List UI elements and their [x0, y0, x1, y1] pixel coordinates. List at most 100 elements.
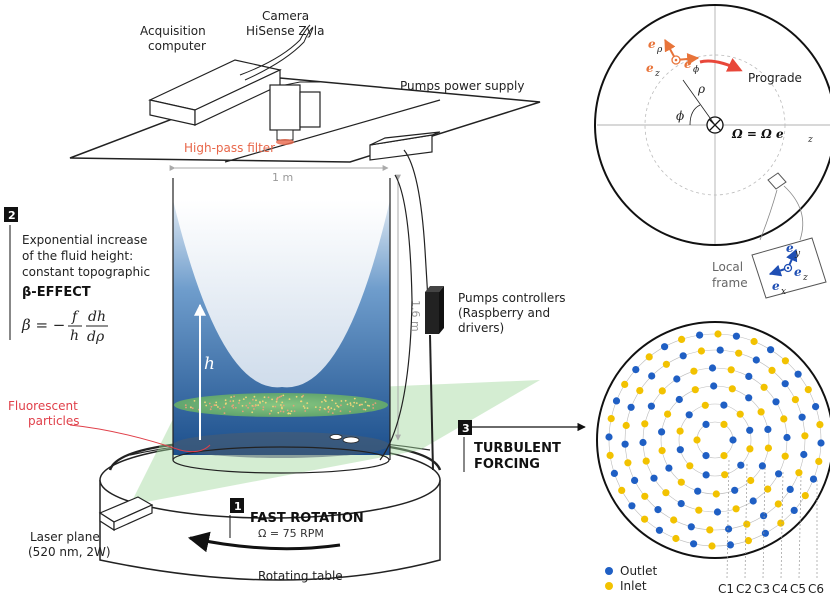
outlet-dot — [627, 403, 635, 411]
laser-box — [98, 496, 154, 532]
particle-dot — [355, 402, 358, 404]
e-z-sub: z — [654, 69, 660, 79]
local-frame-label: frame — [712, 276, 748, 290]
inlet-dot — [816, 421, 824, 429]
particle-dot — [301, 396, 303, 398]
particle-dot — [321, 401, 323, 403]
e-z2-sub: z — [802, 273, 808, 283]
inlet-dot — [708, 542, 716, 550]
inlet-dot — [606, 451, 614, 459]
particle-dot — [205, 404, 208, 407]
particle-dot — [282, 410, 285, 413]
particle-dot — [290, 410, 293, 413]
outlet-dot — [737, 461, 745, 469]
inlet-dot — [712, 490, 720, 498]
cable — [379, 174, 413, 461]
formula-f: f — [71, 309, 80, 325]
outlet-dot — [661, 343, 669, 351]
particle-dot — [230, 396, 233, 398]
particle-dot — [303, 407, 306, 409]
particle-dot — [232, 407, 235, 409]
inlet-dot — [804, 386, 812, 394]
particle-dot — [241, 405, 244, 407]
outlet-dot — [716, 346, 724, 354]
cable — [403, 149, 429, 301]
outlet-dot — [690, 540, 698, 548]
inlet-dot — [641, 492, 649, 500]
particle-dot — [245, 404, 248, 407]
particle-dot — [353, 401, 356, 404]
outlet-dot — [675, 395, 683, 404]
particle-dot — [277, 411, 280, 414]
outlet-dot — [665, 464, 673, 472]
particle-dot — [253, 395, 256, 398]
outlet-dot — [729, 436, 737, 444]
inlet-dot — [746, 445, 754, 453]
pumps-controller-box — [425, 286, 444, 334]
beta-formula-lhs: β = − — [21, 316, 65, 334]
circle-leaders — [726, 459, 818, 579]
particle-dot — [257, 404, 260, 406]
pumps-controllers-label: (Raspberry and — [458, 306, 550, 320]
particle-dot — [262, 406, 265, 408]
inlet-dot — [777, 519, 785, 527]
outlet-dot — [786, 485, 794, 493]
particle-dot — [287, 412, 290, 415]
particle-dot — [233, 395, 236, 398]
particle-dot — [280, 404, 282, 406]
particle-dot — [281, 407, 283, 410]
particle-dot — [254, 405, 257, 407]
prograde-arrow — [699, 58, 743, 72]
step-1: 1 FAST ROTATION Ω = 75 RPM — [187, 498, 364, 553]
outlet-dot — [694, 487, 702, 495]
inlet-dot — [662, 360, 671, 368]
particle-dot — [292, 404, 295, 407]
inlet-dot — [774, 500, 782, 508]
inlet-dot — [781, 452, 789, 460]
legend-outlet: Outlet — [620, 564, 657, 578]
inlet-dot — [780, 415, 788, 423]
particle-dot — [255, 399, 257, 402]
particle-dot — [361, 403, 363, 406]
inlet-dot — [642, 457, 650, 465]
circle-label-c4: C4 — [772, 582, 788, 596]
circle-label-c5: C5 — [790, 582, 806, 596]
particle-dot — [286, 409, 289, 412]
particle-dot — [349, 402, 352, 405]
particle-dot — [245, 396, 247, 399]
particle-dot — [204, 401, 206, 404]
local-frame-inset: e y e z e x Local frame — [712, 237, 827, 299]
particle-dot — [251, 411, 254, 414]
omega-equation: Ω = Ω e — [731, 127, 784, 141]
particle-dot — [215, 401, 218, 404]
inlet-dot — [697, 347, 706, 355]
outlet-dot — [798, 413, 806, 421]
particle-dot — [282, 404, 285, 407]
forcing-ring — [678, 403, 752, 477]
particle-dot — [234, 406, 237, 409]
e-y-sub: y — [794, 249, 801, 259]
outlet-dot — [621, 440, 629, 448]
outlet-dot — [772, 398, 780, 406]
particle-dot — [293, 410, 296, 412]
particle-dot — [300, 400, 303, 403]
particle-dot — [337, 406, 340, 408]
outlet-dot — [679, 352, 687, 360]
omega-eq-sub: z — [807, 135, 813, 145]
particle-dot — [191, 407, 194, 410]
outlet-dot — [677, 500, 685, 508]
prograde-label: Prograde — [748, 71, 802, 85]
outlet-dot — [647, 402, 656, 410]
inlet-dot — [706, 526, 714, 534]
particle-dot — [224, 403, 227, 405]
particle-dot — [219, 407, 222, 410]
particle-dot — [271, 398, 273, 401]
cable — [429, 334, 434, 471]
outlet-dot — [761, 529, 770, 537]
outlet-dot — [676, 446, 684, 454]
particle-dot — [282, 394, 285, 397]
pumps-controllers-label: Pumps controllers — [458, 291, 566, 305]
particle-dot — [331, 412, 334, 414]
e-x-sub: x — [781, 287, 786, 297]
particle-dot — [333, 408, 336, 411]
